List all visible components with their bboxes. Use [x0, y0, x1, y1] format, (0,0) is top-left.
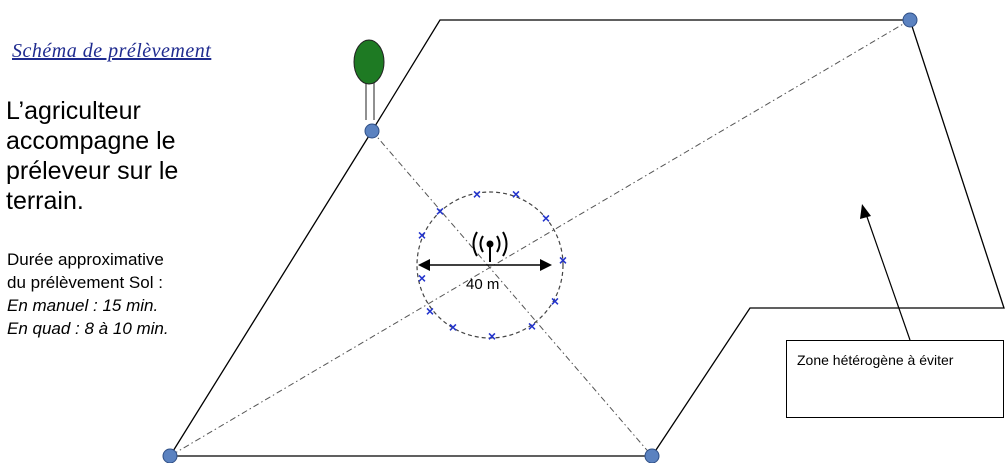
- diagonal-line-2: [371, 130, 653, 457]
- sample-mark: ×: [542, 210, 550, 226]
- sample-mark: ×: [436, 203, 444, 219]
- sample-mark: ×: [449, 319, 457, 335]
- details-line: du prélèvement Sol :: [7, 273, 163, 292]
- sample-mark: ×: [512, 186, 520, 202]
- intro-line: préleveur sur le: [6, 157, 179, 185]
- duration-details: Durée approximative du prélèvement Sol :…: [7, 248, 169, 340]
- intro-line: L’agriculteur: [6, 97, 141, 125]
- corner-marker: [902, 12, 918, 28]
- manual-duration: En manuel : 15 min.: [7, 296, 159, 315]
- antenna-icon: [472, 231, 508, 262]
- sample-mark: ×: [559, 252, 567, 268]
- sample-mark: ×: [551, 293, 559, 309]
- diameter-arrow: [418, 259, 552, 271]
- intro-text: L’agriculteur accompagne le préleveur su…: [6, 96, 178, 216]
- sample-marks: × × × × × × × × × × × ×: [418, 186, 567, 344]
- details-line: Durée approximative: [7, 250, 164, 269]
- sample-mark: ×: [426, 303, 434, 319]
- field-outline: [168, 19, 1005, 457]
- sample-mark: ×: [418, 227, 426, 243]
- zone-label-box: Zone hétérogène à éviter: [786, 340, 1004, 418]
- tree-icon: [353, 39, 385, 120]
- corner-marker: [162, 448, 178, 463]
- diameter-label: 40 m: [466, 276, 500, 293]
- intro-line: accompagne le: [6, 127, 176, 155]
- zone-label: Zone hétérogène à éviter: [797, 352, 954, 368]
- corner-marker: [364, 123, 380, 139]
- intro-line: terrain.: [6, 187, 84, 215]
- corner-marker: [644, 448, 660, 463]
- sample-mark: ×: [473, 186, 481, 202]
- sampling-circle: [416, 191, 564, 339]
- page-title: Schéma de prélèvement: [12, 40, 212, 62]
- sample-mark: ×: [488, 328, 496, 344]
- diagonal-line-1: [169, 19, 911, 457]
- sample-mark: ×: [528, 318, 536, 334]
- sample-mark: ×: [418, 270, 426, 286]
- zone-pointer-arrow: [860, 204, 911, 341]
- quad-duration: En quad : 8 à 10 min.: [7, 319, 169, 338]
